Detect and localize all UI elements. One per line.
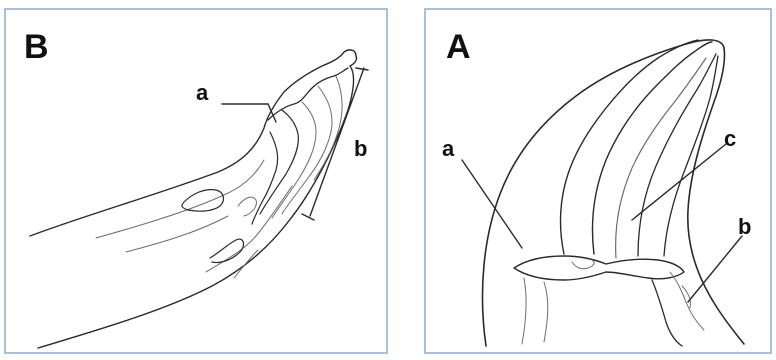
ridge-3 bbox=[616, 58, 706, 258]
leader-c bbox=[632, 144, 726, 220]
outer-right-contour bbox=[688, 48, 744, 344]
bracket-b-top bbox=[356, 68, 368, 70]
leader-a bbox=[462, 160, 522, 248]
ridge-5 bbox=[664, 56, 718, 256]
panel-letter-a: A bbox=[446, 30, 471, 64]
inner-line-1 bbox=[96, 160, 264, 238]
panel-b-drawing bbox=[6, 10, 386, 352]
panel-b: B a b bbox=[4, 8, 388, 354]
panel-a: A a c b bbox=[424, 8, 772, 354]
lump-2 bbox=[238, 197, 256, 216]
hook-structure-2 bbox=[252, 132, 278, 224]
lower-right-fragment-2 bbox=[670, 272, 704, 330]
collar bbox=[514, 256, 684, 280]
collar-detail bbox=[572, 260, 594, 269]
label-a: a bbox=[442, 138, 454, 160]
lump-1 bbox=[182, 190, 224, 212]
label-a: a bbox=[196, 82, 208, 104]
lower-right-fragment-3 bbox=[682, 286, 691, 308]
ridge-4 bbox=[638, 54, 716, 256]
panel-letter-b: B bbox=[24, 30, 49, 64]
bracket-b-bottom bbox=[302, 214, 314, 220]
leader-b bbox=[688, 236, 742, 302]
outer-left-contour bbox=[482, 40, 724, 346]
label-c: c bbox=[724, 128, 736, 150]
lower-left-fragment-2 bbox=[544, 282, 548, 342]
label-b: b bbox=[354, 138, 367, 160]
lower-right-fragment-1 bbox=[652, 280, 682, 346]
panel-a-drawing bbox=[426, 10, 770, 352]
ridge-1 bbox=[561, 40, 698, 254]
outline-upper-contour bbox=[30, 50, 357, 236]
label-b: b bbox=[738, 216, 751, 238]
hook-structure-4 bbox=[272, 102, 316, 218]
lower-left-fragment-1 bbox=[522, 278, 526, 344]
hook-structure-6 bbox=[314, 76, 342, 180]
inner-line-2 bbox=[126, 216, 228, 252]
